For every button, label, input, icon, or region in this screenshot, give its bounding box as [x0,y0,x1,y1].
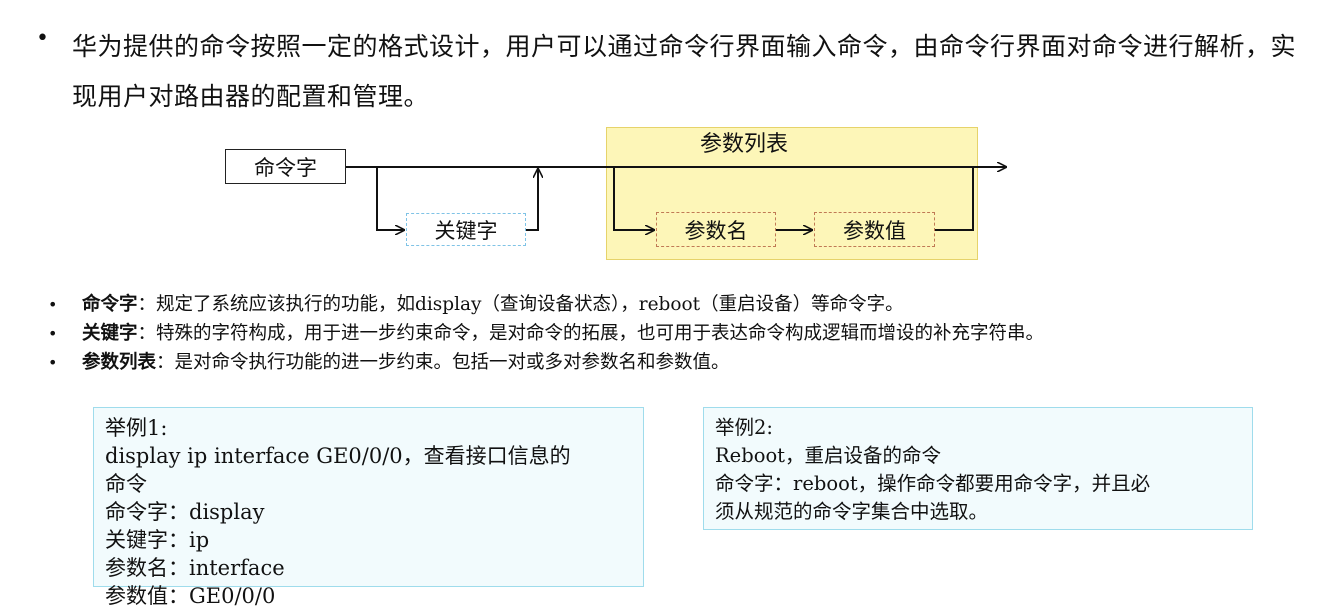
param-name-entry [613,167,654,230]
example-1-box: 举例1: display ip interface GE0/0/0，查看接口信息… [93,407,644,608]
parameter-list-title: 参数列表 [699,132,788,157]
definition-keyword: • 关键字：特殊的字符构成，用于进一步约束命令，是对命令的拓展，也可用于表达命令… [48,319,1318,348]
example-2-box: 举例2: Reboot，重启设备的命令 命令字：reboot，操作命令都要用命令… [703,407,1253,530]
param-value-box: 参数值 [814,212,935,247]
keyword-branch-out [526,169,538,231]
example-line: Reboot，重启设备的命令 [715,444,942,467]
parameter-list-panel [606,127,978,260]
bullet: • [48,324,58,343]
command-word-box: 命令字 [225,149,346,184]
example-line: 举例1: [105,416,168,440]
example-line: 命令 [105,472,147,496]
definitions-list: • 命令字：规定了系统应该执行的功能，如display（查询设备状态），rebo… [48,290,1318,377]
definition-term: 命令字 [82,294,138,315]
param-value-return [935,167,974,231]
definition-text: ：特殊的字符构成，用于进一步约束命令，是对命令的拓展，也可用于表达命令构成逻辑而… [137,323,1045,344]
example-line: display ip interface GE0/0/0，查看接口信息的 [105,444,571,468]
example-line: 关键字：ip [105,528,210,552]
definition-text: ：是对命令执行功能的进一步约束。包括一对或多对参数名和参数值。 [156,352,730,373]
definition-term: 关键字 [82,323,138,344]
intro-bullet: • [36,26,49,51]
example-line: 命令字：reboot，操作命令都要用命令字，并且必 [715,472,1151,495]
bullet: • [48,353,58,372]
keyword-branch-in [376,167,404,230]
param-name-box: 参数名 [656,212,776,247]
example-line: 参数值：GE0/0/0 [105,584,276,608]
definition-text: ：规定了系统应该执行的功能，如display（查询设备状态），reboot（重启… [137,294,904,315]
example-line: 命令字：display [105,500,265,524]
keyword-box: 关键字 [406,213,526,246]
definition-term: 参数列表 [82,352,157,373]
example-line: 举例2: [715,416,773,439]
intro-paragraph: 华为提供的命令按照一定的格式设计，用户可以通过命令行界面输入命令，由命令行界面对… [72,32,1297,111]
definition-param-list: • 参数列表：是对命令执行功能的进一步约束。包括一对或多对参数名和参数值。 [48,348,1318,377]
example-line: 须从规范的命令字集合中选取。 [715,500,989,523]
definition-command-word: • 命令字：规定了系统应该执行的功能，如display（查询设备状态），rebo… [48,290,1318,319]
example-line: 参数名：interface [105,556,285,580]
bullet: • [48,295,58,314]
